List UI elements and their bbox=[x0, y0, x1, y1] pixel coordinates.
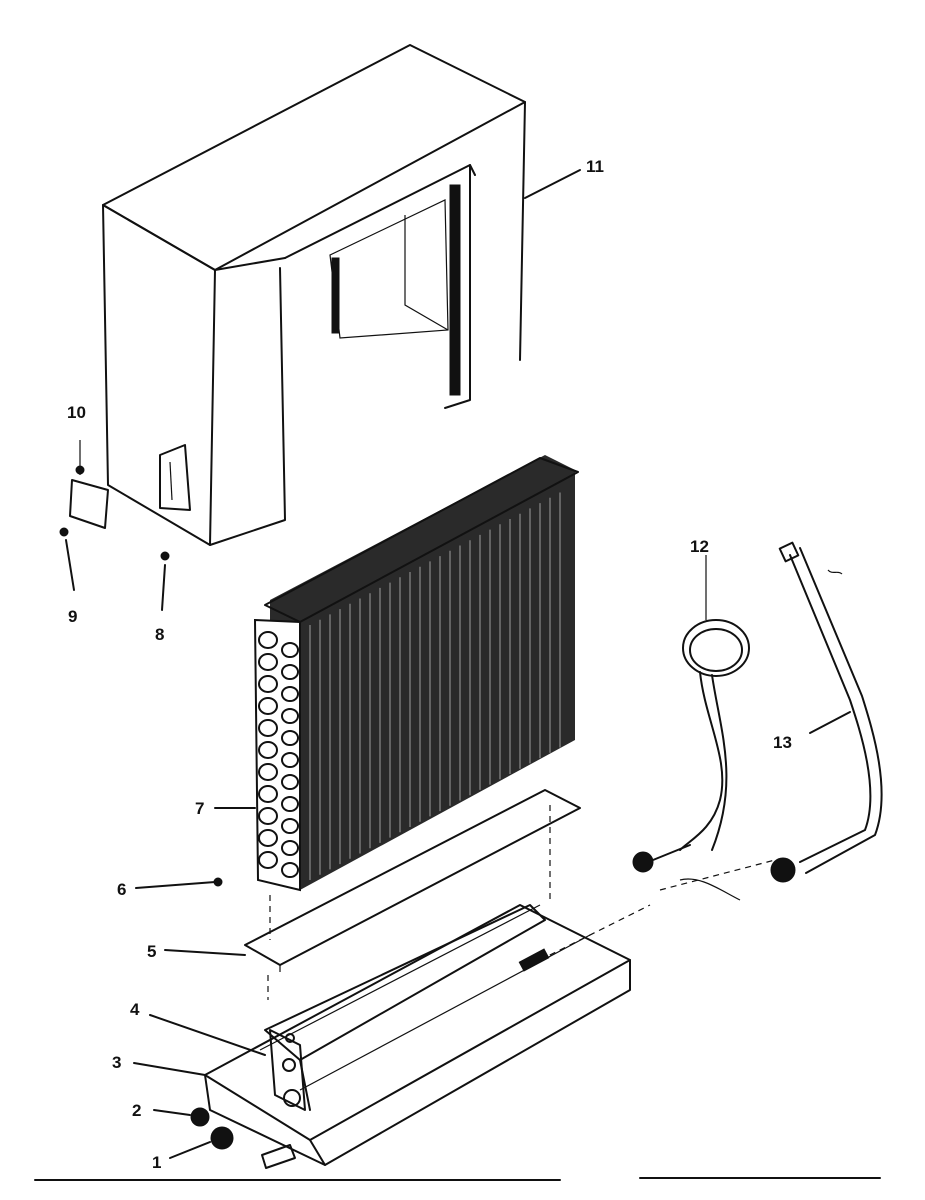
callout-3: 3 bbox=[112, 1053, 121, 1072]
base-pan bbox=[204, 904, 631, 1166]
tube-assembly bbox=[770, 541, 883, 883]
evaporator-coil bbox=[253, 455, 579, 892]
return-bend bbox=[281, 642, 299, 658]
return-bend bbox=[258, 785, 278, 803]
screw-8 bbox=[160, 551, 170, 611]
bracket-plate bbox=[69, 440, 109, 529]
return-bend bbox=[281, 686, 299, 702]
callout-2: 2 bbox=[132, 1101, 141, 1120]
return-bend bbox=[258, 719, 278, 737]
return-bend bbox=[281, 664, 299, 680]
callout-1: 1 bbox=[152, 1153, 161, 1172]
bottom-rule bbox=[34, 1177, 881, 1181]
return-bend bbox=[258, 807, 278, 825]
callout-9: 9 bbox=[68, 607, 77, 626]
return-bend bbox=[258, 851, 278, 869]
return-bends bbox=[258, 631, 299, 878]
return-bend bbox=[258, 829, 278, 847]
callout-6: 6 bbox=[117, 880, 126, 899]
return-bend bbox=[281, 840, 299, 856]
return-bend bbox=[258, 741, 278, 759]
coil-fins bbox=[309, 492, 561, 880]
callout-4: 4 bbox=[130, 1000, 140, 1019]
return-bend bbox=[258, 763, 278, 781]
callout-12: 12 bbox=[690, 537, 709, 556]
return-bend bbox=[281, 862, 299, 878]
return-bend bbox=[281, 752, 299, 768]
return-bend bbox=[281, 796, 299, 812]
return-bend bbox=[281, 818, 299, 834]
return-bend bbox=[258, 653, 278, 671]
assembly-lines bbox=[539, 859, 776, 961]
leader-lines bbox=[133, 169, 851, 1159]
return-bend bbox=[281, 708, 299, 724]
return-bend bbox=[258, 675, 278, 693]
return-bend bbox=[281, 774, 299, 790]
callout-8: 8 bbox=[155, 625, 164, 644]
return-bend bbox=[281, 730, 299, 746]
screw-9 bbox=[59, 527, 75, 591]
cabinet-shell bbox=[102, 44, 526, 546]
callout-labels: 11 10 9 8 12 13 7 6 5 4 3 2 1 bbox=[67, 157, 792, 1172]
callout-11: 11 bbox=[586, 157, 604, 176]
capillary-tube bbox=[632, 555, 750, 901]
callout-5: 5 bbox=[147, 942, 156, 961]
drip-plate bbox=[244, 789, 581, 1000]
callout-13: 13 bbox=[773, 733, 792, 752]
return-bend bbox=[258, 697, 278, 715]
plug-2 bbox=[190, 1107, 210, 1127]
callout-7: 7 bbox=[195, 799, 204, 818]
return-bend bbox=[258, 631, 278, 649]
plug-1 bbox=[210, 1126, 234, 1150]
callout-10: 10 bbox=[67, 403, 86, 422]
drain-stub bbox=[261, 1144, 296, 1169]
